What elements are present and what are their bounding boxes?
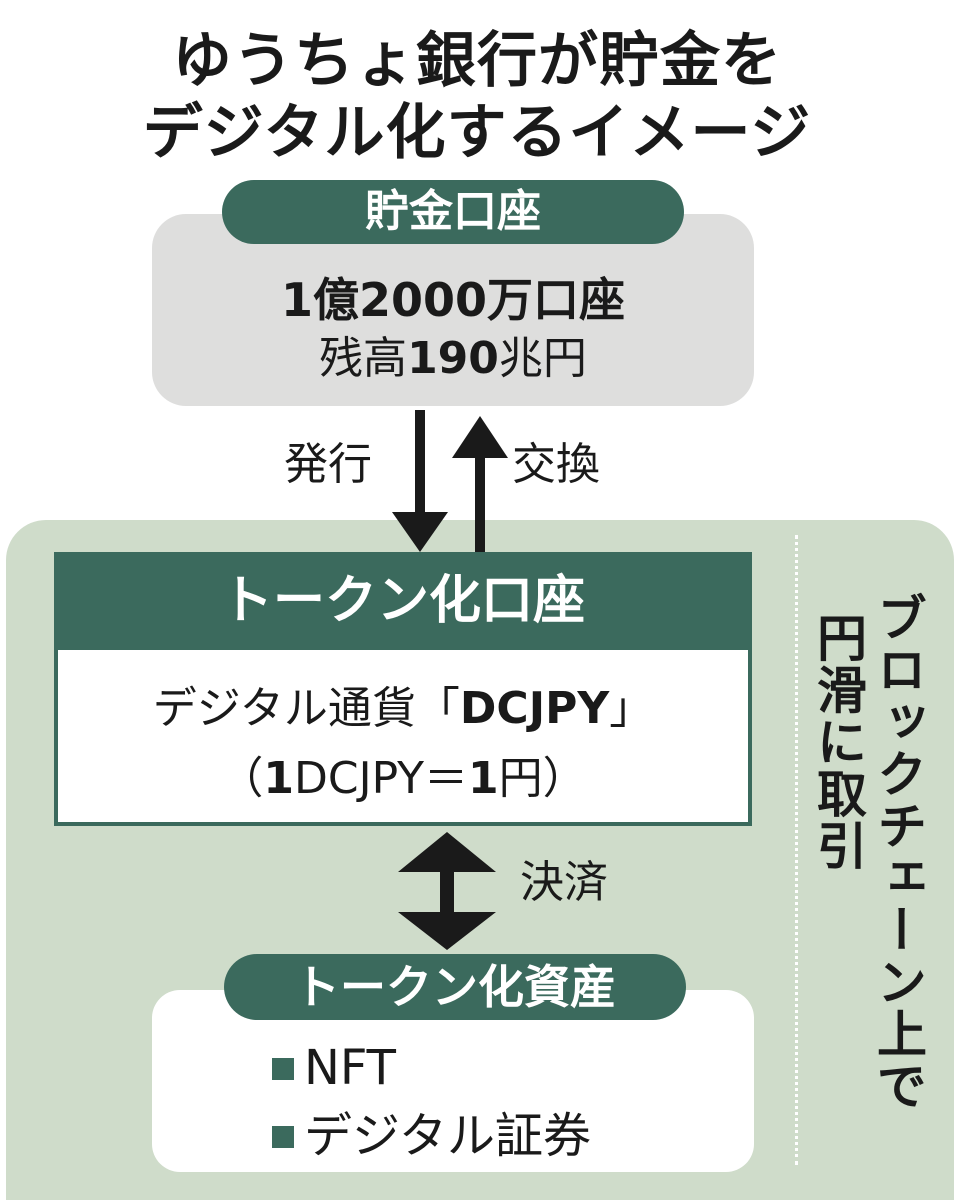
rate-open: （: [219, 753, 264, 804]
currency-name: DCJPY: [459, 683, 610, 734]
tokenized-assets-label: トークン化資産: [224, 954, 686, 1020]
bullet-icon: [272, 1058, 294, 1080]
settlement-arrow-icon: [398, 832, 496, 950]
asset-item-digital-securities: デジタル証券: [272, 1108, 591, 1164]
savings-balance: 残高190兆円: [152, 322, 754, 386]
blockchain-note-col-1: ブロックチェーン上で: [869, 592, 927, 1112]
digital-currency-name: デジタル通貨「DCJPY」: [54, 672, 752, 736]
title-line-2: デジタル化するイメージ: [142, 98, 812, 168]
rate-qty-2: 1: [468, 753, 499, 804]
issue-label: 発行: [284, 439, 372, 490]
blockchain-note-col-2: 円滑に取引: [809, 612, 867, 872]
settlement-label: 決済: [520, 857, 608, 908]
dotted-divider: [795, 535, 798, 1165]
asset-item-label: NFT: [304, 1040, 396, 1096]
currency-rate: （1DCJPY＝1円）: [54, 742, 752, 806]
asset-item-nft: NFT: [272, 1040, 396, 1096]
savings-balance-suffix: 兆円: [498, 333, 587, 384]
token-account-box: [54, 650, 752, 826]
title-line-1: ゆうちょ銀行が貯金を: [172, 26, 782, 96]
asset-item-label: デジタル証券: [304, 1108, 592, 1164]
token-account-label: トークン化口座: [54, 552, 752, 650]
savings-account-count: 1億2000万口座: [280, 273, 626, 327]
exchange-label: 交換: [512, 439, 600, 490]
savings-balance-value: 190: [407, 333, 499, 384]
exchange-arrow-icon: [452, 416, 508, 552]
savings-account-label: 貯金口座: [222, 180, 684, 244]
tokenized-assets-box: [152, 990, 754, 1172]
issue-arrow-icon: [392, 410, 448, 552]
rate-unit-2: 円）: [498, 753, 587, 804]
rate-qty-1: 1: [263, 753, 294, 804]
savings-balance-prefix: 残高: [319, 333, 408, 384]
bullet-icon: [272, 1126, 294, 1148]
savings-account-box: [152, 214, 754, 406]
rate-unit-1: DCJPY＝: [293, 753, 469, 804]
currency-prefix: デジタル通貨「: [152, 683, 460, 734]
currency-suffix: 」: [609, 683, 654, 734]
